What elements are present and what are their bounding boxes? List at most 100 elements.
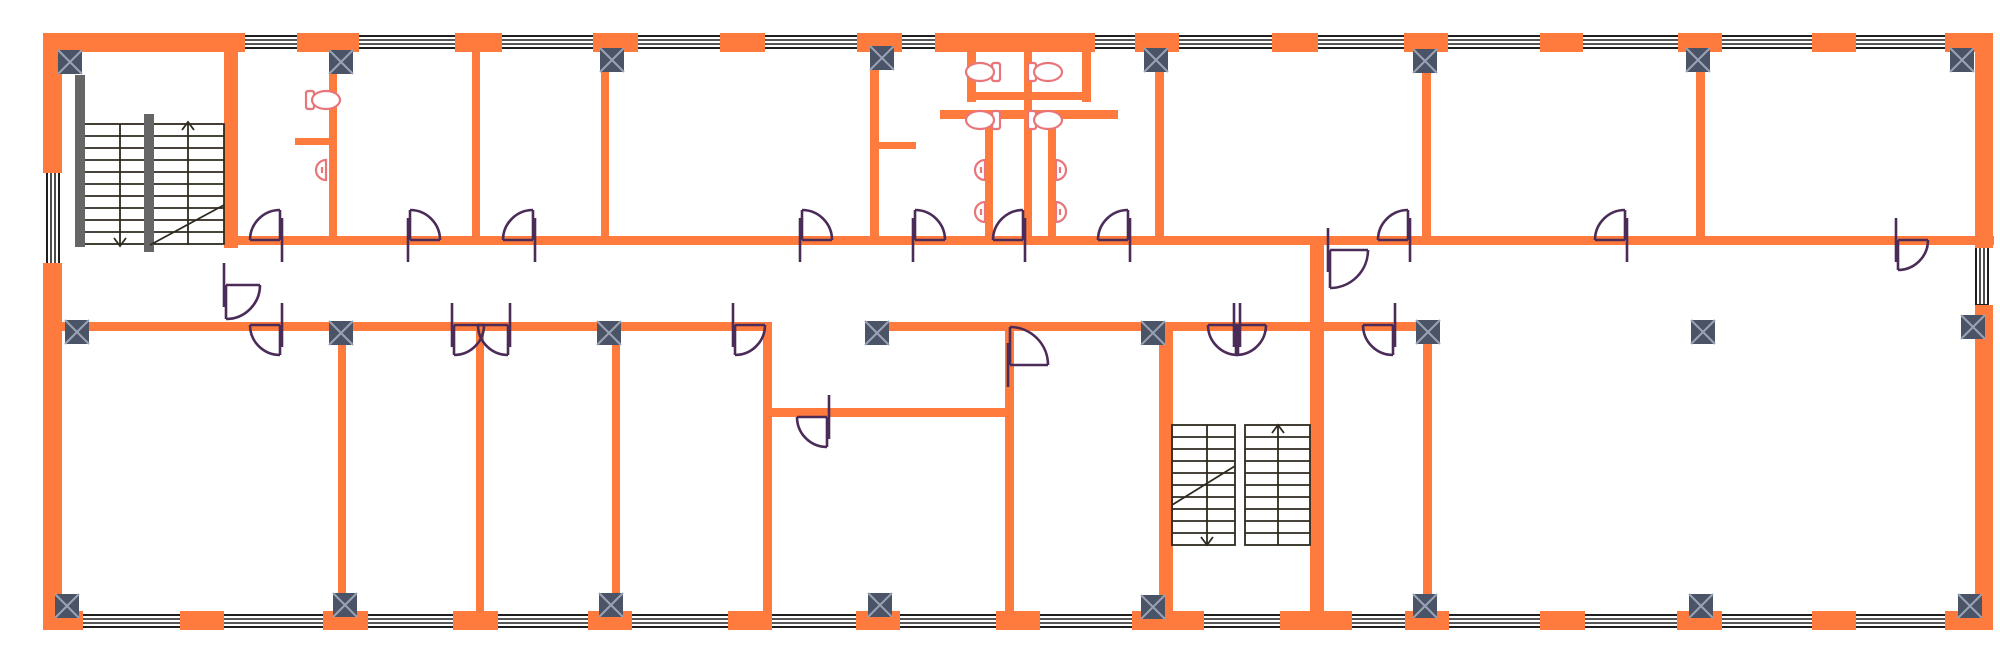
- column-icon: [1415, 319, 1441, 345]
- column-icon: [57, 49, 83, 75]
- door-icon: [1593, 208, 1629, 262]
- door-swing: [501, 208, 534, 241]
- column-cross: [1140, 594, 1166, 620]
- column-cross: [1690, 319, 1716, 345]
- door-icon: [248, 303, 284, 357]
- wall: [295, 138, 329, 145]
- wall: [1975, 33, 1993, 248]
- column-layer: [54, 45, 1986, 620]
- wall: [62, 322, 770, 331]
- stair-break-line: [149, 204, 225, 246]
- wall: [1678, 33, 1722, 52]
- wall: [1272, 33, 1318, 52]
- column-cross: [599, 47, 625, 73]
- door-icon: [501, 208, 537, 262]
- door-icon: [1096, 208, 1132, 262]
- column-cross: [1143, 47, 1169, 73]
- wall: [455, 33, 502, 52]
- door-icon: [222, 263, 262, 321]
- door-swing: [1329, 249, 1370, 290]
- window-frame: [239, 35, 1991, 49]
- window-frame: [1975, 244, 1989, 306]
- toilet-icon: [964, 109, 1002, 131]
- door-icon: [798, 208, 834, 262]
- wall: [180, 611, 224, 630]
- column-icon: [1140, 594, 1166, 620]
- fixture-layer: [304, 61, 1068, 224]
- door-icon: [911, 208, 947, 262]
- wall: [601, 52, 609, 236]
- door-icon: [795, 395, 831, 449]
- door-icon: [248, 208, 284, 262]
- toilet-icon: [304, 89, 342, 111]
- wall: [1404, 33, 1448, 52]
- column-cross: [64, 319, 90, 345]
- toilet-bowl: [1032, 61, 1064, 83]
- column-icon: [869, 45, 895, 71]
- wall: [1310, 245, 1324, 611]
- door-swing: [1897, 239, 1930, 272]
- wall: [1048, 119, 1056, 236]
- wall: [720, 33, 765, 52]
- column-cross: [1688, 593, 1714, 619]
- door-swing: [476, 324, 509, 357]
- door-icon: [476, 303, 512, 357]
- stair-icon: [1244, 423, 1311, 546]
- door-swing: [991, 208, 1024, 241]
- wall: [763, 322, 772, 611]
- wall: [996, 611, 1040, 630]
- column-cross: [869, 45, 895, 71]
- wall: [1005, 322, 1014, 611]
- stair-arrow-head: [1271, 423, 1285, 434]
- column-cross: [1957, 593, 1983, 619]
- stair-icon: [75, 75, 225, 252]
- door-swing: [1009, 325, 1050, 366]
- door-swing: [1096, 208, 1129, 241]
- door-swing: [1206, 324, 1239, 357]
- door-swing: [1593, 208, 1626, 241]
- wall: [297, 33, 359, 52]
- door-swing: [225, 284, 262, 321]
- door-icon: [731, 303, 767, 357]
- stair-arrow-head: [181, 120, 195, 131]
- toilet-bowl: [310, 89, 342, 111]
- wall: [885, 322, 1385, 331]
- door-icon: [1206, 303, 1242, 357]
- column-cross: [864, 320, 890, 346]
- column-icon: [1685, 47, 1711, 73]
- door-swing: [453, 324, 486, 357]
- door-icon: [1376, 208, 1412, 262]
- window-icon: [1975, 244, 1989, 306]
- column-cross: [1140, 320, 1166, 346]
- column-icon: [54, 593, 80, 619]
- column-cross: [54, 593, 80, 619]
- column-icon: [864, 320, 890, 346]
- door-icon: [1326, 228, 1370, 290]
- wall: [476, 331, 484, 611]
- column-icon: [599, 47, 625, 73]
- toilet-bowl: [1032, 109, 1064, 131]
- wall: [1024, 52, 1032, 242]
- wall: [1696, 52, 1705, 236]
- wall: [1540, 611, 1585, 630]
- wall: [453, 611, 498, 630]
- door-icon: [450, 303, 486, 357]
- toilet-icon: [964, 61, 1002, 83]
- door-swing: [1235, 324, 1268, 357]
- column-cross: [1415, 319, 1441, 345]
- wall: [1812, 33, 1856, 52]
- door-swing: [795, 416, 828, 449]
- door-icon: [1894, 218, 1930, 272]
- column-icon: [1412, 593, 1438, 619]
- column-cross: [1949, 47, 1975, 73]
- column-icon: [867, 592, 893, 618]
- sink-icon: [973, 158, 987, 182]
- column-cross: [867, 592, 893, 618]
- window-icon: [46, 169, 60, 266]
- column-cross: [332, 592, 358, 618]
- wall: [472, 52, 480, 236]
- wall: [593, 33, 638, 52]
- column-icon: [1949, 47, 1975, 73]
- door-icon: [1361, 303, 1397, 357]
- wall: [985, 119, 993, 236]
